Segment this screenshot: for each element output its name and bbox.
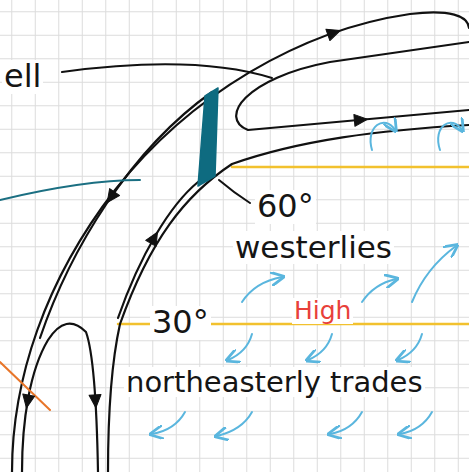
wind-arrow — [438, 123, 462, 150]
wind-arrow — [242, 277, 282, 302]
latitude-label: 60° — [255, 190, 316, 224]
grid-line — [0, 105, 469, 106]
grid-line — [458, 0, 459, 472]
grid-line — [0, 293, 469, 294]
grid-line — [434, 0, 435, 472]
wind-arrow — [371, 123, 395, 150]
grid-line — [199, 0, 200, 472]
grid-line — [0, 364, 469, 365]
grid-line — [0, 411, 469, 412]
wind-label: northeasterly trades — [124, 367, 425, 397]
grid-line — [0, 11, 469, 12]
latitude-label: 30° — [150, 306, 211, 340]
wind-arrow — [398, 334, 422, 360]
leader-line — [62, 64, 272, 78]
grid-line — [176, 0, 177, 472]
wind-arrow — [362, 279, 396, 302]
grid-line — [0, 223, 469, 224]
wind-arrow — [330, 412, 362, 434]
wind-arrow — [152, 412, 185, 434]
grid-line — [0, 458, 469, 459]
grid-line — [0, 434, 469, 435]
wind-arrow — [400, 412, 432, 434]
flow-arrowhead — [146, 229, 163, 246]
grid-line — [223, 0, 224, 472]
leader-line — [0, 362, 50, 410]
grid-line — [58, 0, 59, 472]
leader-line — [219, 180, 250, 203]
grid-line — [0, 340, 469, 341]
ferrel-cell-line — [40, 92, 212, 338]
grid-line — [0, 152, 469, 153]
flow-arrowhead — [21, 394, 35, 409]
cell-outline — [12, 12, 469, 472]
wind-arrow — [228, 334, 252, 360]
flow-arrowhead — [102, 189, 119, 207]
grid-line — [0, 199, 469, 200]
grid-line — [129, 0, 130, 472]
grid-line — [411, 0, 412, 472]
wind-arrow — [217, 412, 252, 436]
grid-line — [0, 270, 469, 271]
grid-line — [105, 0, 106, 472]
cell-name: ell — [2, 60, 43, 94]
wind-arrow — [308, 334, 332, 360]
grid-line — [0, 176, 469, 177]
front-zone — [198, 88, 218, 186]
latitude-line — [232, 166, 469, 169]
pressure-label: High — [292, 298, 353, 324]
wind-arrow — [412, 246, 456, 302]
grid-line — [0, 35, 469, 36]
grid-line — [0, 58, 469, 59]
flow-arrowhead — [326, 25, 342, 41]
grid-line — [0, 317, 469, 318]
flow-arrowhead — [89, 394, 102, 408]
polar-cell-loop — [236, 42, 469, 130]
flow-arrowhead — [354, 113, 368, 126]
earth-surface — [108, 125, 469, 472]
leader-line — [0, 180, 140, 200]
wind-label: westerlies — [233, 231, 394, 264]
